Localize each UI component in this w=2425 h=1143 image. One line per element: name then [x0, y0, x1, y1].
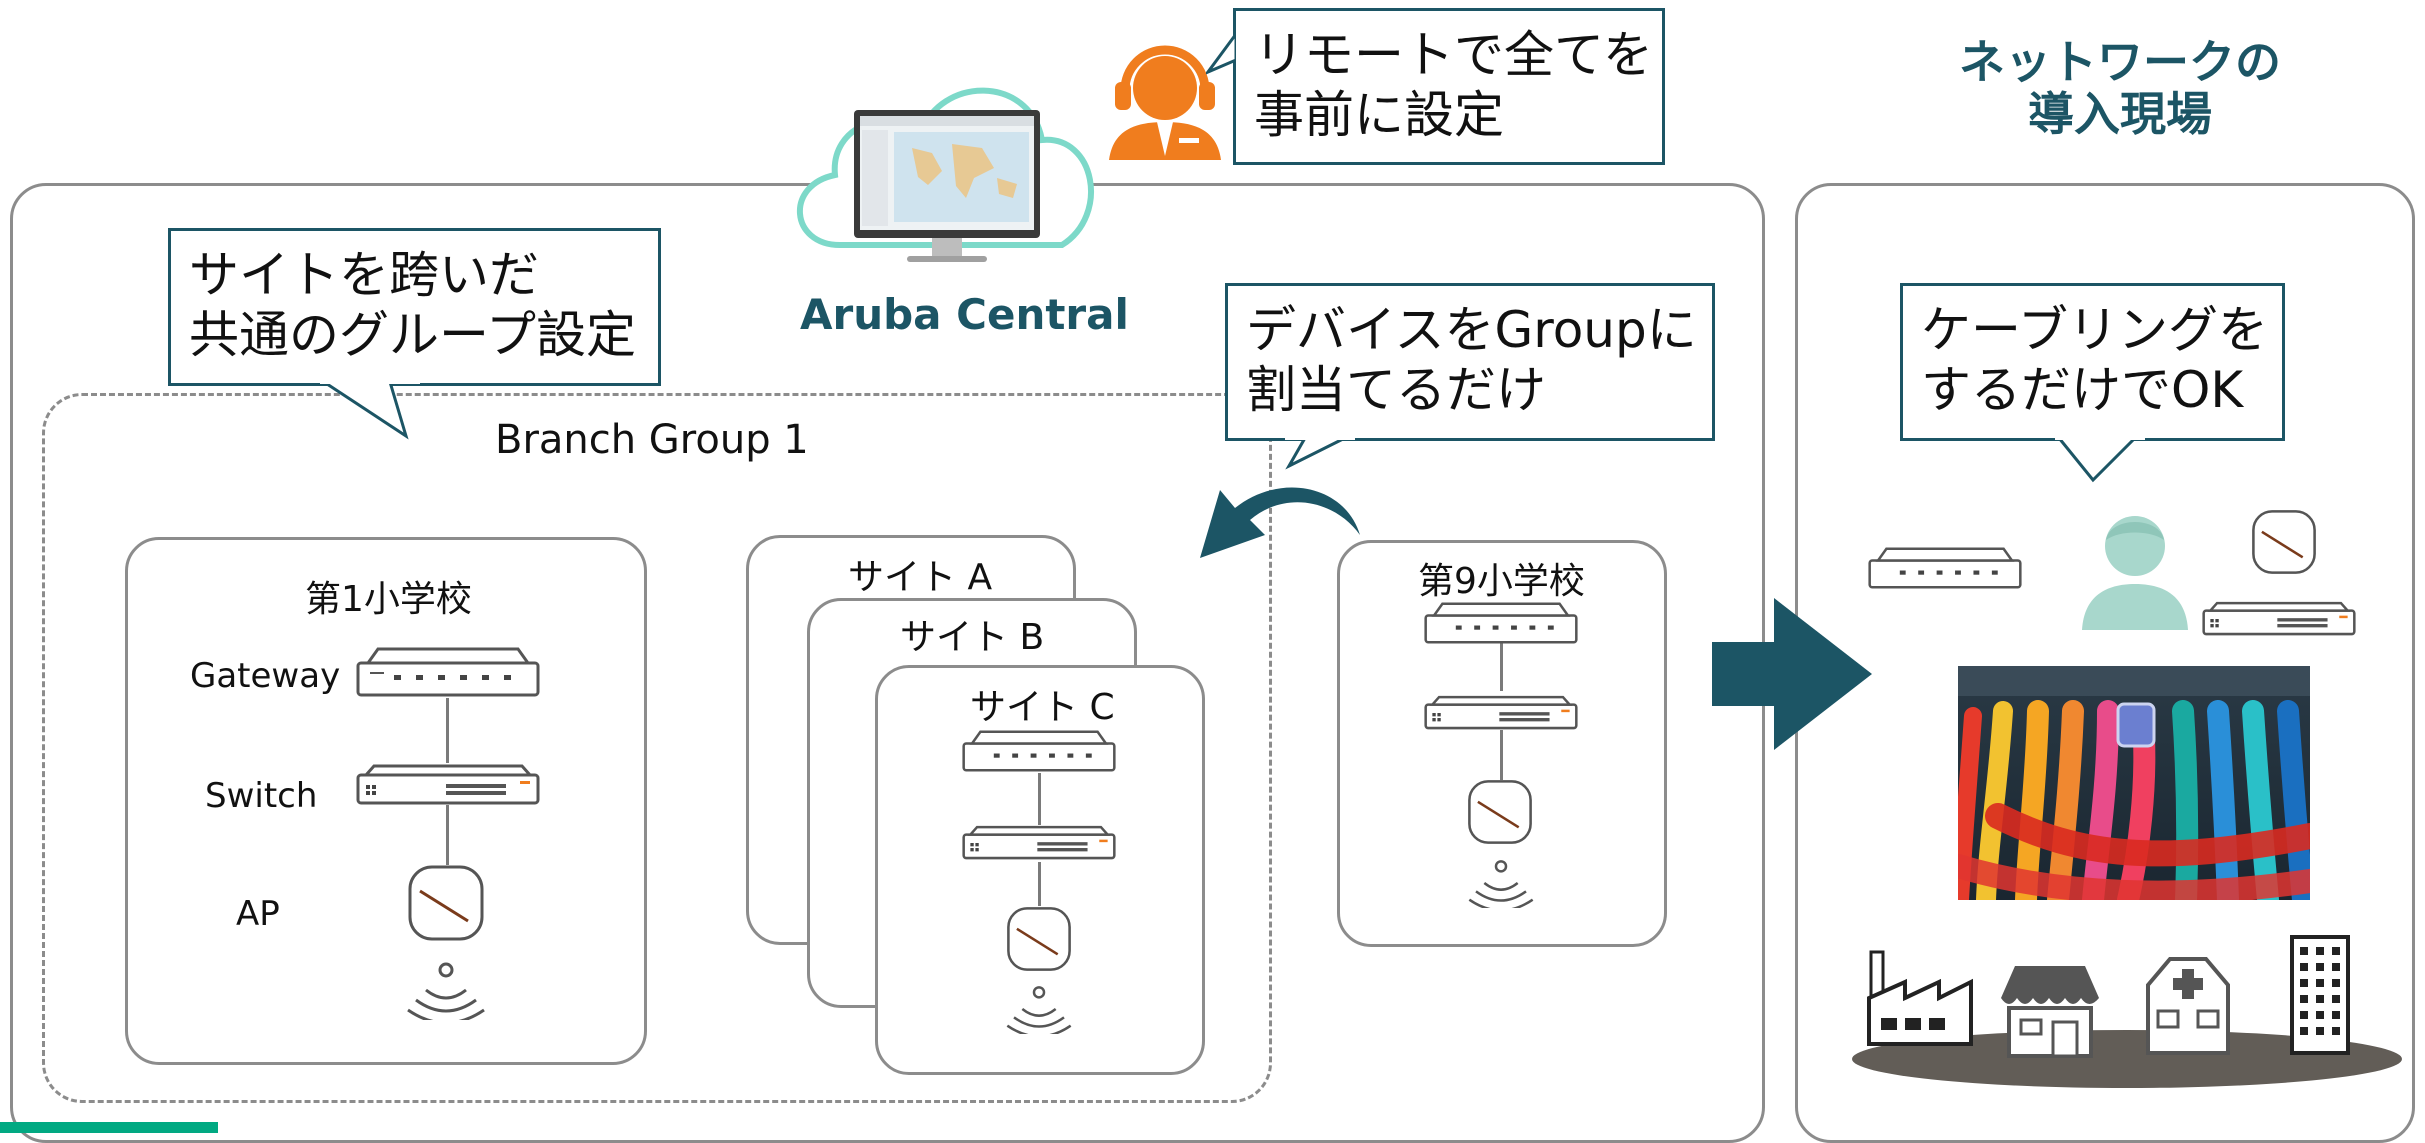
- gateway-icon: [1424, 600, 1578, 646]
- group-callout-tail: [318, 380, 420, 444]
- gateway-icon: [356, 645, 540, 699]
- branch-group-label: Branch Group 1: [495, 417, 809, 463]
- operator-headset-icon: [1105, 30, 1225, 160]
- access-point-icon: [406, 863, 486, 943]
- ground-ellipse: [1850, 1028, 2404, 1090]
- network-cables-photo: [1958, 666, 2310, 900]
- cabling-callout-line2: するだけでOK: [1921, 361, 2244, 419]
- branch-group-boundary: [42, 393, 1272, 1103]
- group-callout-line1: サイトを跨いだ: [189, 246, 539, 304]
- aruba-central-label: Aruba Central: [800, 290, 1129, 339]
- access-point-icon: [1005, 905, 1073, 973]
- assign-callout-tail: [1285, 436, 1355, 474]
- switch-icon: [962, 824, 1116, 862]
- gateway-label: Gateway: [190, 656, 341, 696]
- switch-icon: [1424, 694, 1578, 732]
- remote-callout-line1: リモートで全てを: [1254, 26, 1653, 84]
- site-c-link-2: [1038, 862, 1041, 906]
- remote-callout-tail: [1203, 29, 1242, 84]
- site-1-title: 第1小学校: [305, 579, 472, 620]
- network-site-title-line1: ネットワークの: [1959, 35, 2281, 89]
- gateway-icon: [962, 728, 1116, 774]
- switch-icon: [356, 763, 540, 807]
- remote-callout-line2: 事前に設定: [1254, 86, 1504, 144]
- cabling-callout: ケーブリングを するだけでOK: [1900, 283, 2285, 441]
- person-icon: [2080, 510, 2190, 630]
- wifi-icon: [1466, 858, 1536, 908]
- building-icon: [2280, 935, 2360, 1055]
- site-1-link-1: [446, 698, 449, 763]
- group-callout-line2: 共通のグループ設定: [189, 306, 636, 364]
- factory-icon: [1865, 948, 1975, 1048]
- wifi-icon: [1004, 984, 1074, 1034]
- group-setting-callout: サイトを跨いだ 共通のグループ設定: [168, 228, 661, 386]
- cabling-callout-tail: [2055, 436, 2145, 488]
- footer-accent-bar: [0, 1122, 218, 1133]
- gateway-icon: [1868, 545, 2022, 591]
- access-point-icon: [1466, 778, 1534, 846]
- switch-icon: [2202, 600, 2356, 638]
- deploy-arrow-icon: [1712, 598, 1872, 750]
- network-site-title: ネットワークの 導入現場: [1915, 36, 2325, 140]
- assign-group-callout: デバイスをGroupに 割当てるだけ: [1225, 283, 1715, 441]
- assign-callout-line1: デバイスをGroupに: [1246, 301, 1697, 359]
- remote-setup-callout: リモートで全てを 事前に設定: [1233, 8, 1665, 165]
- site-1-link-2: [446, 805, 449, 865]
- site-9-link-1: [1500, 643, 1503, 691]
- site-c-link-1: [1038, 773, 1041, 825]
- site-9-link-2: [1500, 730, 1503, 780]
- hospital-icon: [2140, 955, 2236, 1055]
- network-site-title-line2: 導入現場: [2028, 87, 2212, 141]
- monitor-icon: [852, 108, 1042, 268]
- site-b-title: サイト B: [900, 617, 1045, 658]
- site-a-title: サイト A: [848, 557, 993, 598]
- assign-arrow-icon: [1195, 480, 1365, 570]
- assign-callout-line2: 割当てるだけ: [1246, 361, 1546, 419]
- site-c-title: サイト C: [970, 687, 1115, 728]
- access-point-icon: [2250, 508, 2318, 576]
- site-9-title: 第9小学校: [1418, 561, 1585, 602]
- store-icon: [1995, 960, 2105, 1060]
- switch-label: Switch: [205, 776, 318, 816]
- ap-label: AP: [236, 894, 280, 934]
- wifi-icon: [404, 960, 488, 1020]
- cabling-callout-line1: ケーブリングを: [1921, 301, 2268, 359]
